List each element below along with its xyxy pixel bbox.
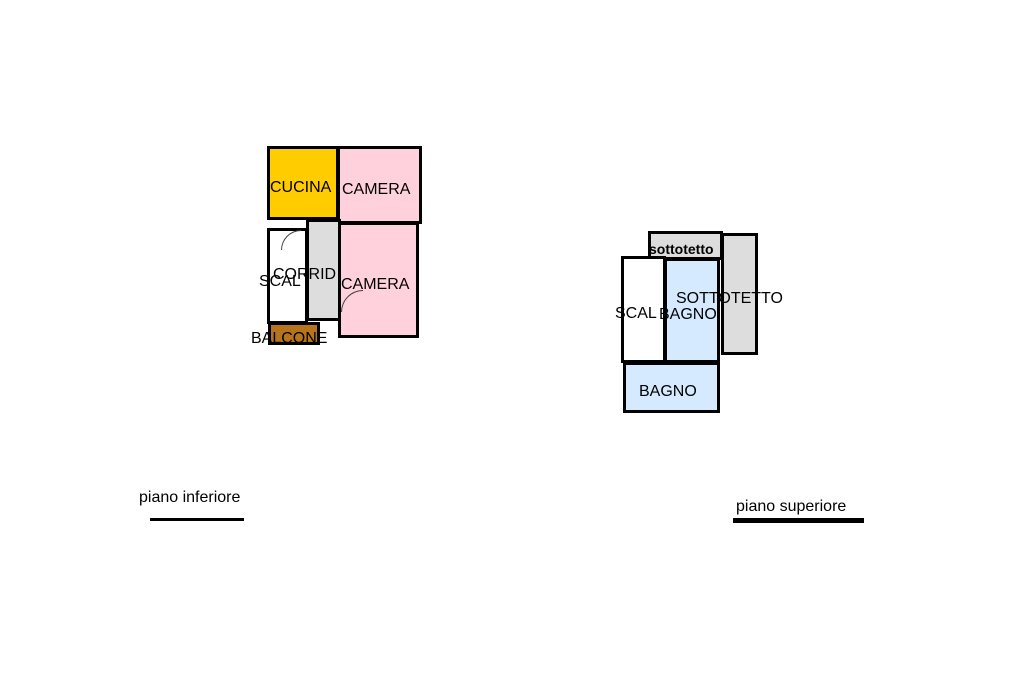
room-cucina (267, 146, 339, 220)
room-camera-bottom (338, 222, 419, 338)
room-sottotetto-large (721, 233, 758, 355)
room-bagno-upper (664, 258, 720, 363)
room-scala-upper (621, 256, 666, 363)
label-cucina: CUCINA (270, 179, 332, 196)
room-balcone (268, 322, 320, 345)
caption-piano-superiore: piano superiore (736, 498, 847, 515)
scale-bar-lower (150, 518, 244, 521)
label-balcone: BALCONE (251, 330, 328, 347)
label-bagno-lower: BAGNO (639, 383, 697, 400)
label-scala-lower: SCAL (259, 273, 301, 290)
scale-bar-upper (733, 518, 864, 523)
label-camera-top: CAMERA (342, 181, 411, 198)
room-bagno-lower (623, 362, 720, 413)
label-sottotetto-small: sottotetto (649, 241, 714, 257)
room-camera-top (337, 146, 422, 224)
label-corridoio: CORRID (273, 266, 337, 283)
caption-piano-inferiore: piano inferiore (139, 489, 241, 506)
label-camera-bottom: CAMERA (341, 276, 410, 293)
label-scala-upper: SCAL (615, 305, 657, 322)
label-sottotetto-large: SOTTOTETTO (676, 290, 783, 307)
label-bagno-upper: BAGNO (659, 306, 717, 323)
